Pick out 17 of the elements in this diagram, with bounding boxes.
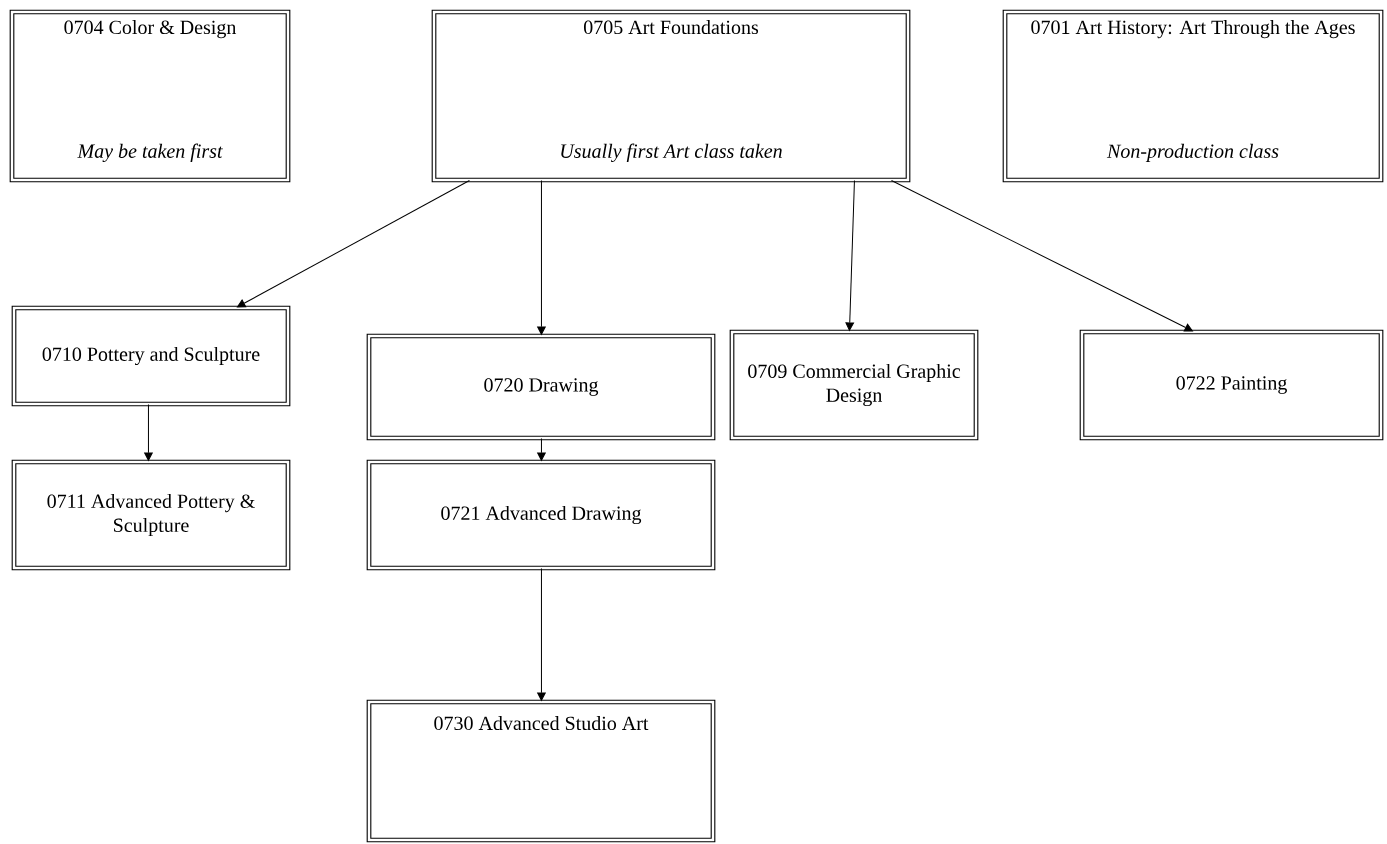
course-box: 0730 Advanced Studio Art bbox=[366, 699, 716, 843]
arrow bbox=[890, 180, 1193, 332]
arrow bbox=[537, 568, 546, 701]
course-box: 0704 Color & Design May be taken first bbox=[9, 9, 291, 183]
course-box: 0722 Painting bbox=[1079, 329, 1384, 441]
course-box: 0709 Commercial Graphic Design bbox=[729, 329, 979, 441]
arrow bbox=[236, 180, 470, 308]
course-box: 0710 Pottery and Sculpture bbox=[11, 305, 291, 407]
course-box: 0721 Advanced Drawing bbox=[366, 459, 716, 571]
course-box: 0701 Art History: Art Through the Ages Non-production class bbox=[1002, 9, 1384, 183]
arrow bbox=[537, 180, 546, 335]
arrow bbox=[537, 438, 546, 461]
arrow bbox=[845, 180, 855, 331]
course-box: 0720 Drawing bbox=[366, 333, 716, 441]
arrow bbox=[144, 404, 153, 461]
course-box: 0705 Art Foundations Usually first Art class taken bbox=[431, 9, 911, 183]
course-box: 0711 Advanced Pottery & Sculpture bbox=[11, 459, 291, 571]
